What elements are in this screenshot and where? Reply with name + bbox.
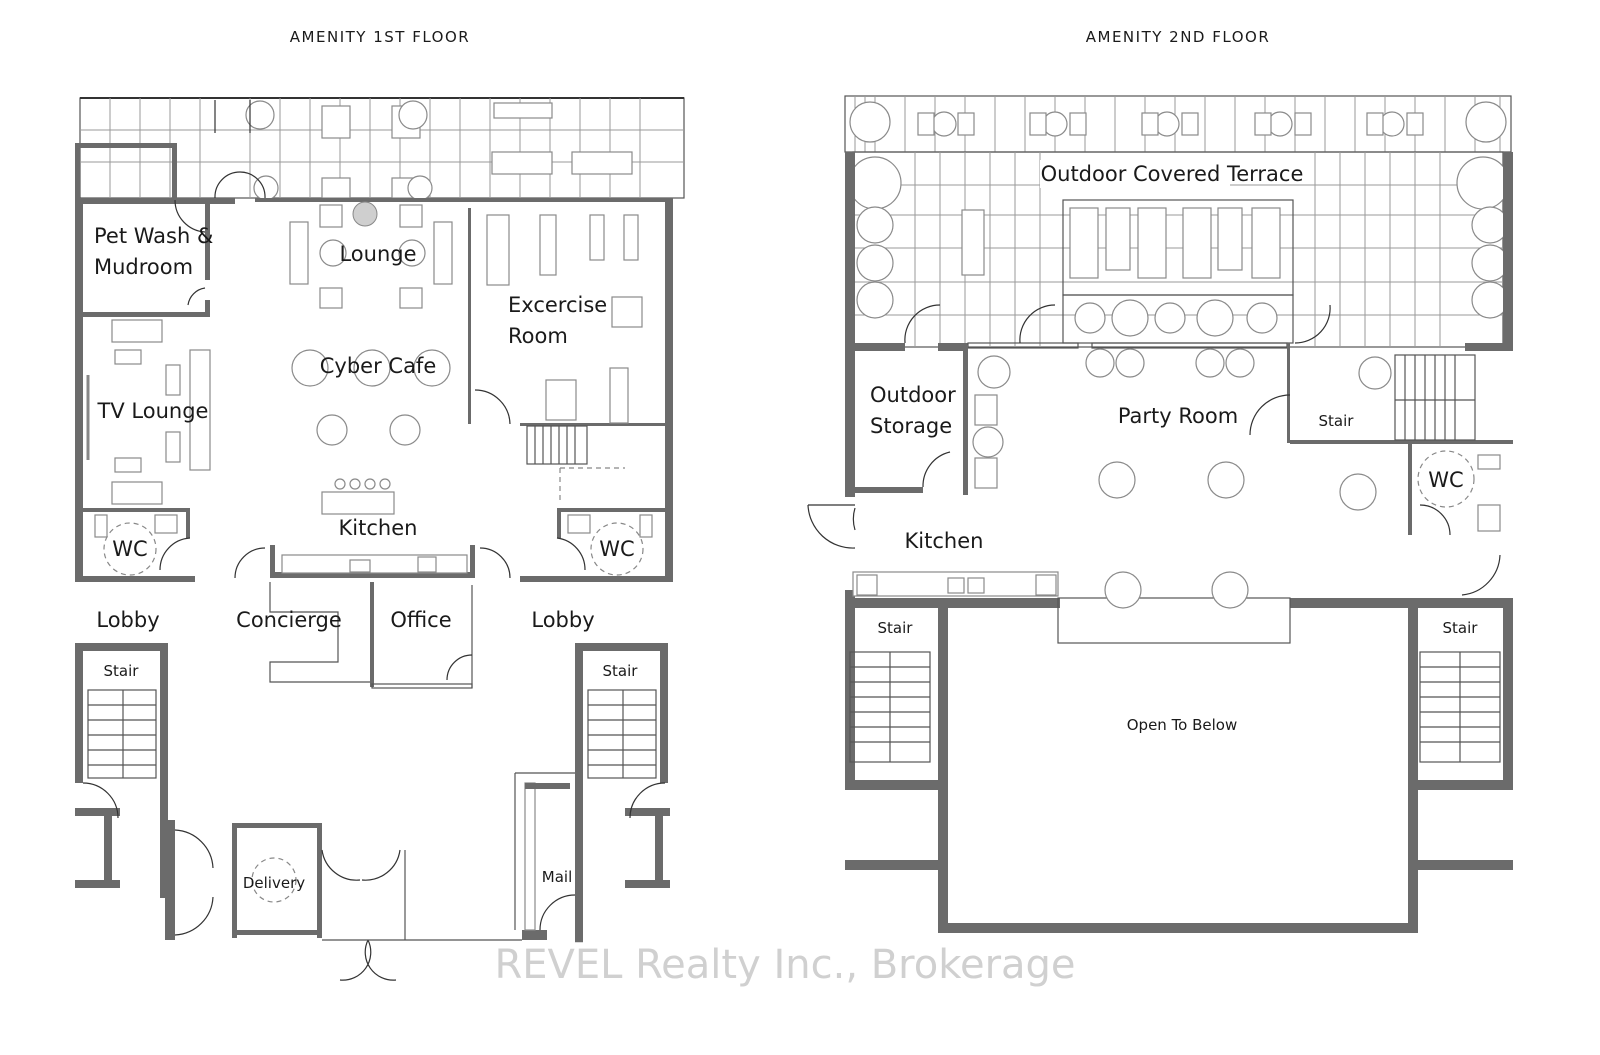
floor2-party-room-furniture (972, 348, 1392, 609)
floor2-terrace (844, 95, 1513, 497)
room-label-wc-right: WC (599, 537, 634, 561)
room-label-party-room: Party Room (1118, 404, 1238, 428)
room-label-stair-left: Stair (104, 662, 140, 680)
room-label-lobby-right: Lobby (531, 608, 594, 632)
room-label-stair-right-2: Stair (1443, 619, 1479, 637)
floor1-wc-fixtures (94, 199, 653, 579)
floor1-stair-left (75, 643, 168, 898)
floor2-plan: AMENITY 2ND FLOOR (807, 28, 1513, 933)
floor2-stair-inner (1394, 354, 1476, 441)
floor1-concierge-office (269, 582, 473, 689)
watermark-text: REVEL Realty Inc., Brokerage (494, 942, 1075, 988)
room-label-exercise-room: Room (508, 324, 568, 348)
room-label-stair-inner: Stair (1319, 412, 1355, 430)
room-label-lobby-left: Lobby (96, 608, 159, 632)
room-label-terrace: Outdoor Covered Terrace (1041, 162, 1304, 186)
room-label-kitchen-2: Kitchen (905, 529, 984, 553)
floor2-stair-right (1419, 651, 1501, 763)
room-label-tv-lounge: TV Lounge (97, 399, 209, 423)
room-label-stair-left-2: Stair (878, 619, 914, 637)
floor1-walls (75, 143, 673, 582)
floor1-title: AMENITY 1ST FLOOR (290, 28, 470, 46)
floor1-stair-right (575, 643, 670, 943)
floor2-labels: Outdoor Covered Terrace Outdoor Storage … (870, 162, 1478, 734)
room-label-office: Office (390, 608, 451, 632)
floor1-exercise-equipment (474, 214, 643, 500)
room-label-wc-left: WC (112, 537, 147, 561)
room-label-concierge: Concierge (236, 608, 342, 632)
room-label-exercise: Excercise (508, 293, 607, 317)
floor1-entry (165, 772, 576, 981)
room-label-kitchen: Kitchen (339, 516, 418, 540)
room-label-delivery: Delivery (243, 874, 305, 892)
floor1-patio (79, 97, 685, 201)
room-label-storage: Storage (870, 414, 952, 438)
floor2-wc (1249, 394, 1501, 596)
floor1-cyber-cafe-tables (281, 349, 468, 574)
floor1-tv-lounge-furniture (86, 319, 211, 505)
floor1-lounge-furniture (289, 201, 453, 309)
floor2-stair-left (849, 651, 931, 763)
room-label-mail: Mail (542, 868, 572, 886)
floor1-labels: Pet Wash & Mudroom Lounge Excercise Room… (94, 224, 638, 892)
floor1-plan: AMENITY 1ST FLOOR (75, 28, 685, 981)
room-label-mudroom: Mudroom (94, 255, 193, 279)
room-label-pet-wash: Pet Wash & (94, 224, 213, 248)
room-label-wc: WC (1428, 468, 1463, 492)
room-label-open-to-below: Open To Below (1127, 716, 1238, 734)
room-label-stair-right: Stair (603, 662, 639, 680)
room-label-lounge: Lounge (339, 242, 416, 266)
watermark: REVEL Realty Inc., Brokerage (472, 942, 1098, 988)
floor2-kitchen (807, 304, 1331, 597)
room-label-cyber-cafe: Cyber Cafe (320, 354, 437, 378)
floor2-title: AMENITY 2ND FLOOR (1086, 28, 1271, 46)
room-label-outdoor: Outdoor (870, 383, 956, 407)
